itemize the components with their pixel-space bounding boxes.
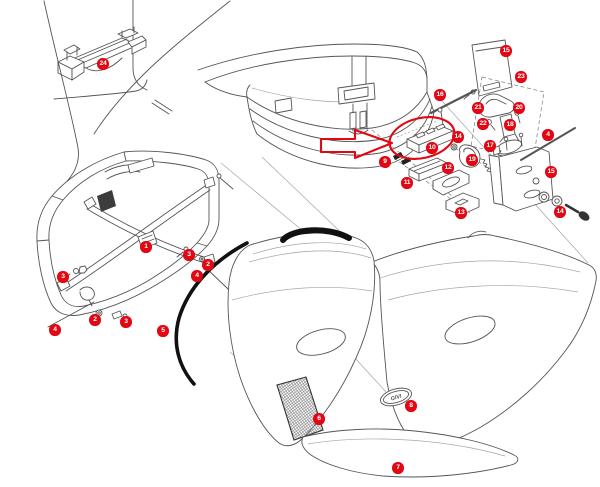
rubber-seal xyxy=(174,241,249,386)
part-22-screw xyxy=(486,119,496,131)
carry-handle xyxy=(280,227,352,243)
top-case-lid-drawing xyxy=(43,0,435,191)
part-13-wedge xyxy=(445,192,480,216)
givi-badge: GIVI xyxy=(380,387,412,407)
red-annotations xyxy=(319,116,456,160)
givi-badge-text: GIVI xyxy=(390,393,403,402)
rear-shell-drawing: GIVI xyxy=(371,230,597,446)
part-12-cover xyxy=(432,169,470,196)
part-11-bracket xyxy=(408,157,461,183)
magnifier-arrow xyxy=(319,128,394,160)
front-shell-drawing xyxy=(227,227,376,447)
reflector-mesh xyxy=(276,376,324,441)
side-case-body-drawing xyxy=(36,150,248,328)
part-4-rod xyxy=(520,127,576,161)
part-19-button xyxy=(459,144,492,173)
part-14-nut xyxy=(450,143,458,151)
part-10-latch xyxy=(406,107,454,154)
part-24-rail-drawing xyxy=(57,26,147,81)
inset-divider-line xyxy=(53,0,148,100)
part-14-lock-and-key xyxy=(538,191,590,221)
lock-hardware-drawing xyxy=(393,39,590,221)
case-screws xyxy=(47,173,248,328)
part-20-screw xyxy=(514,110,521,124)
magnifier-ellipse xyxy=(388,116,456,160)
part-21-latch-handle xyxy=(473,93,515,118)
spoiler-drawing xyxy=(301,428,519,478)
part-15-plate-top xyxy=(463,39,513,100)
